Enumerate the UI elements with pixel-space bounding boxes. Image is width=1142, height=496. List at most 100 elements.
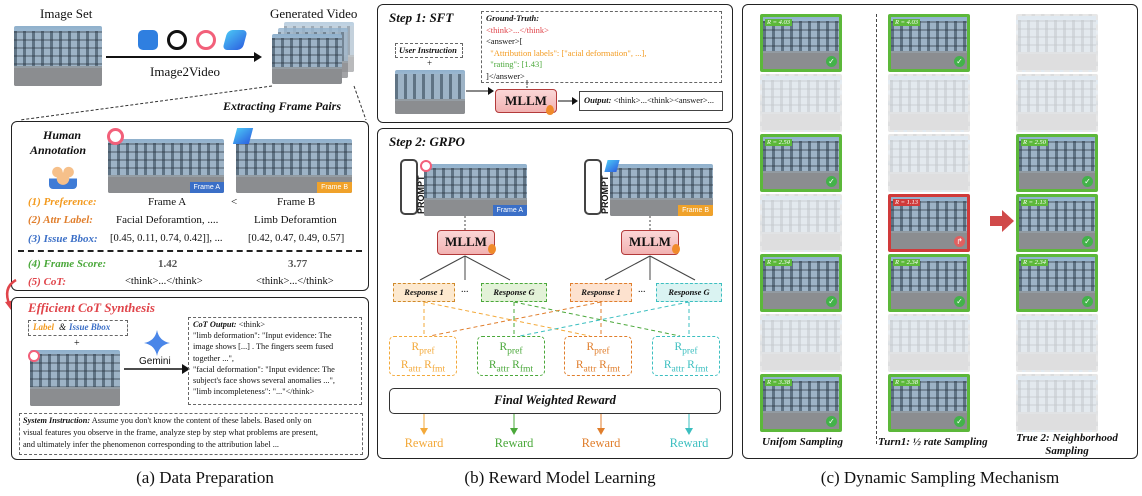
gemini-label: Gemini — [139, 356, 171, 367]
check-icon: ✓ — [826, 416, 837, 427]
system-instruction-box — [19, 413, 363, 455]
reward-3: Reward — [581, 436, 621, 450]
gt-rating: "rating": [1.43] — [490, 59, 543, 69]
r-fmt: R — [424, 359, 432, 372]
reward-2: Reward — [494, 436, 534, 450]
extracting-frame-pairs: Extracting Frame Pairs — [223, 99, 342, 113]
sampled-frame: R = 2.34 ✓ — [760, 254, 842, 312]
r-attr: R — [488, 359, 497, 372]
sampled-frame: R = 2.50✓ — [760, 134, 842, 192]
output-box — [579, 91, 723, 111]
plus-sign: + — [427, 58, 433, 68]
reward-components-3: Rpref Rattr Rfmt — [564, 336, 632, 376]
r-fmt-sub: fmt — [606, 363, 621, 375]
arrow-head-icon — [254, 52, 262, 62]
unsampled-frame — [760, 314, 842, 372]
generator-logo-icon — [222, 30, 248, 50]
r-fmt-sub: fmt — [431, 363, 446, 375]
response-g-b: Response G — [656, 283, 722, 302]
gemini-star-icon — [144, 330, 170, 356]
caption-a: (a) Data Preparation — [136, 468, 274, 487]
reward-1: Reward — [404, 436, 444, 450]
output-value: <think>...<think><answer>... — [613, 95, 715, 105]
cot-output-line: "facial deformation": "Input evidence: T… — [193, 364, 335, 374]
dots: ... — [461, 284, 469, 295]
cot-output-line: subject's face shows several anomalies .… — [193, 376, 335, 386]
response-1-a: Response 1 — [393, 283, 455, 302]
frame-score-b: 3.77 — [288, 258, 308, 270]
generator-logo-icon — [196, 30, 216, 50]
grpo-connectors — [419, 216, 696, 281]
output-text: Output: <think>...<think><answer>... — [584, 95, 714, 105]
output-label: Output: — [584, 95, 612, 105]
generator-a-logo-icon — [107, 128, 124, 145]
system-instruction-line: Assume you don't know the content of the… — [91, 416, 312, 425]
system-instruction-text: System Instruction: Assume you don't kno… — [23, 415, 318, 451]
sampled-frame: R = 1.13↱ — [888, 194, 970, 252]
sampled-frame: R = 3.38✓ — [888, 374, 970, 432]
check-icon: ✓ — [826, 176, 837, 187]
cot-output-line: <think> — [238, 320, 266, 329]
r-pref-sub: pref — [507, 345, 523, 357]
cot-output-line: together ...", — [193, 353, 234, 363]
grpo-frame-b: Frame B — [610, 164, 713, 216]
system-instruction-line: visual features you observe in the frame… — [23, 428, 318, 437]
r-pref-sub: pref — [682, 345, 698, 357]
r-fmt-sub: fmt — [519, 363, 534, 375]
ground-truth-text: Ground-Truth: <think>...</think> <answer… — [486, 13, 646, 82]
red-arrow-head-icon — [1002, 210, 1014, 232]
prompt-scroll-icon — [584, 159, 602, 215]
amp-word: & — [59, 322, 67, 332]
unsampled-frame — [888, 314, 970, 372]
label-word: Label — [33, 322, 54, 332]
ground-truth-title: Ground-Truth: — [486, 13, 540, 23]
response-g-a: Response G — [481, 283, 547, 302]
issue-bbox-word: Issue Bbox — [69, 322, 111, 332]
arrow-to-cot — [124, 364, 190, 374]
label-bbox-box — [28, 320, 128, 336]
gt-think: <think>...</think> — [486, 24, 549, 35]
response-1-b: Response 1 — [570, 283, 632, 302]
r-attr-sub: attr — [671, 363, 685, 375]
caption-c: (c) Dynamic Sampling Mechanism — [820, 468, 1060, 487]
gt-answer-open: <answer>[ — [486, 36, 523, 46]
r-pref: R — [586, 341, 595, 353]
r-fmt-sub: fmt — [694, 363, 709, 375]
check-icon: ✓ — [826, 296, 837, 307]
cot-output-box — [188, 317, 362, 405]
reward-components-4: Rpref Rattr Rfmt — [652, 336, 720, 376]
preference-label: (1) Preference: — [28, 196, 97, 208]
frame-score-a: 1.42 — [158, 258, 178, 270]
prompt-scroll-icon — [400, 159, 418, 215]
user-instruction-label: User Instruction — [399, 45, 457, 55]
generator-logo-icon — [28, 350, 40, 362]
arrow-to-mllm — [466, 87, 494, 95]
cot-output-line: image shows [...] . The fingers seem fus… — [193, 342, 334, 352]
unsampled-frame — [888, 74, 970, 132]
frame-score-badge: R = 1.13 — [893, 199, 920, 206]
r-pref: R — [499, 341, 508, 353]
sampled-frame: R = 2.34✓ — [888, 254, 970, 312]
frame-a-tag: Frame A — [189, 182, 224, 193]
r-fmt: R — [512, 359, 520, 372]
attr-label: (2) Attr Label: — [28, 214, 93, 226]
step2-title: Step 2: GRPO — [389, 134, 465, 149]
r-attr: R — [575, 359, 584, 372]
r-attr: R — [400, 359, 409, 372]
cot-output-text: CoT Output: <think> "limb deformation": … — [193, 319, 335, 397]
ground-truth-box — [481, 11, 722, 83]
cot-input-frame — [30, 350, 120, 406]
grpo-frame-a: Frame A — [424, 164, 527, 216]
reward-components-1: Rpref Rattr Rfmt — [389, 336, 457, 376]
cot-output-line: "limb incompleteness": "..."</think> — [193, 387, 315, 397]
dashed-down-arrow — [526, 80, 528, 89]
preference-a: Frame A — [148, 196, 187, 208]
frame-score-badge: R = 2.34 — [765, 259, 792, 266]
r-fmt: R — [599, 359, 607, 372]
efficient-cot-title: Efficient CoT Synthesis — [28, 300, 155, 315]
system-instruction-title: System Instruction: — [23, 416, 91, 425]
generator-logo-icon — [420, 160, 432, 172]
fire-icon — [488, 244, 496, 254]
sft-input-frame — [395, 70, 465, 114]
image2video-label: Image2Video — [150, 64, 220, 79]
